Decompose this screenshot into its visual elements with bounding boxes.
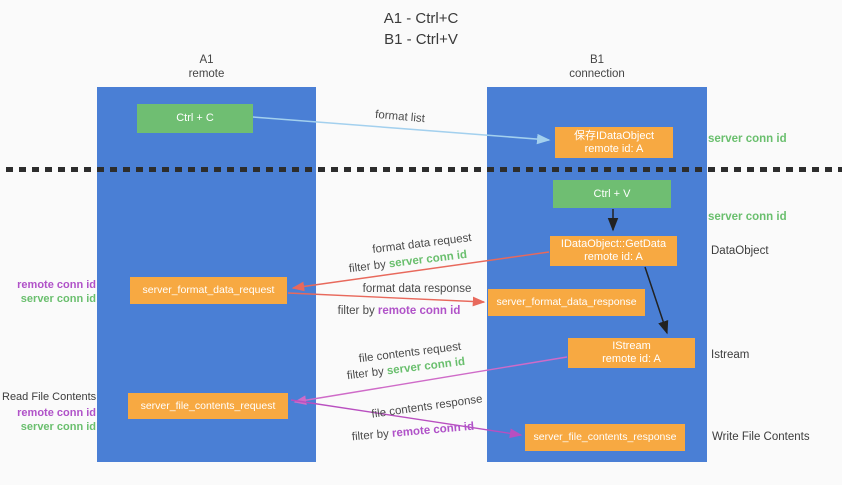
lane-a1-id: A1: [199, 54, 214, 66]
lane-b1-id: B1: [589, 54, 605, 66]
node-server-format-data-request: server_format_data_request: [130, 277, 287, 304]
label-format-data-response: format data response: [362, 283, 472, 295]
title-line-2: B1 - Ctrl+V: [384, 31, 458, 48]
label-dataobject: DataObject: [711, 245, 769, 257]
node-save-idataobject: 保存IDataObject remote id: A: [555, 127, 673, 158]
label-group-file-conn-ids: remote conn id server conn id: [2, 407, 96, 434]
node-server-format-data-response: server_format_data_response: [488, 289, 645, 316]
filter-by-text: filter by: [346, 365, 388, 383]
node-server-file-contents-request-label: server_file_contents_request: [140, 399, 276, 412]
node-istream: IStream remote id: A: [568, 338, 695, 368]
label-file-contents-response: file contents response: [370, 393, 484, 421]
lane-b1-subtitle: connection: [569, 68, 625, 80]
label-format-list: format list: [374, 108, 426, 126]
label-write-file-contents: Write File Contents: [712, 431, 810, 443]
node-ctrl-c-label: Ctrl + C: [176, 112, 214, 124]
label-remote-conn-id-format: remote conn id: [17, 279, 96, 291]
node-idataobject-getdata-line1: IDataObject::GetData: [560, 238, 667, 250]
node-server-format-data-response-label: server_format_data_response: [496, 296, 637, 308]
filter-id-remote-conn: remote conn id: [391, 420, 475, 440]
node-save-idataobject-line2: remote id: A: [584, 142, 644, 155]
node-server-file-contents-request: server_file_contents_request: [128, 393, 288, 419]
label-format-data-response-filter: filter by remote conn id: [338, 305, 461, 317]
diagram-title: A1 - Ctrl+C B1 - Ctrl+V: [0, 8, 842, 50]
label-file-contents-response-filter: filter by remote conn id: [351, 421, 474, 444]
lane-a1-subtitle: remote: [188, 68, 225, 80]
label-group-format-conn-ids: remote conn id server conn id: [2, 279, 96, 306]
label-server-conn-id-format: server conn id: [20, 292, 96, 305]
node-server-file-contents-response-label: server_file_contents_response: [533, 431, 677, 443]
node-server-format-data-request-label: server_format_data_request: [142, 284, 275, 296]
dotted-divider: [6, 167, 842, 172]
label-server-conn-id-mid: server conn id: [708, 211, 787, 223]
node-istream-line2: remote id: A: [602, 353, 661, 365]
title-line-1: A1 - Ctrl+C: [383, 10, 459, 27]
label-server-conn-id-file: server conn id: [20, 420, 96, 433]
label-format-data-request-filter: filter by server conn id: [348, 249, 467, 275]
filter-by-text: filter by: [351, 427, 393, 444]
node-ctrl-c: Ctrl + C: [137, 104, 253, 133]
filter-id-remote-conn: remote conn id: [377, 305, 461, 317]
filter-by-text: filter by: [348, 258, 390, 276]
node-ctrl-v-label: Ctrl + V: [593, 187, 631, 200]
label-server-conn-id-top: server conn id: [708, 133, 787, 145]
node-server-file-contents-response: server_file_contents_response: [525, 424, 685, 451]
label-remote-conn-id-file: remote conn id: [17, 407, 96, 419]
lane-header-a1: A1 remote: [97, 53, 316, 81]
node-save-idataobject-line1: 保存IDataObject: [573, 129, 655, 142]
node-ctrl-v: Ctrl + V: [553, 180, 671, 208]
lane-header-b1: B1 connection: [487, 53, 707, 81]
node-idataobject-getdata: IDataObject::GetData remote id: A: [550, 236, 677, 266]
node-idataobject-getdata-line2: remote id: A: [584, 251, 643, 263]
label-istream: Istream: [711, 349, 750, 361]
filter-by-text: filter by: [337, 305, 378, 317]
node-istream-line1: IStream: [612, 340, 651, 352]
label-read-file-contents: Read File Contents: [2, 391, 97, 403]
